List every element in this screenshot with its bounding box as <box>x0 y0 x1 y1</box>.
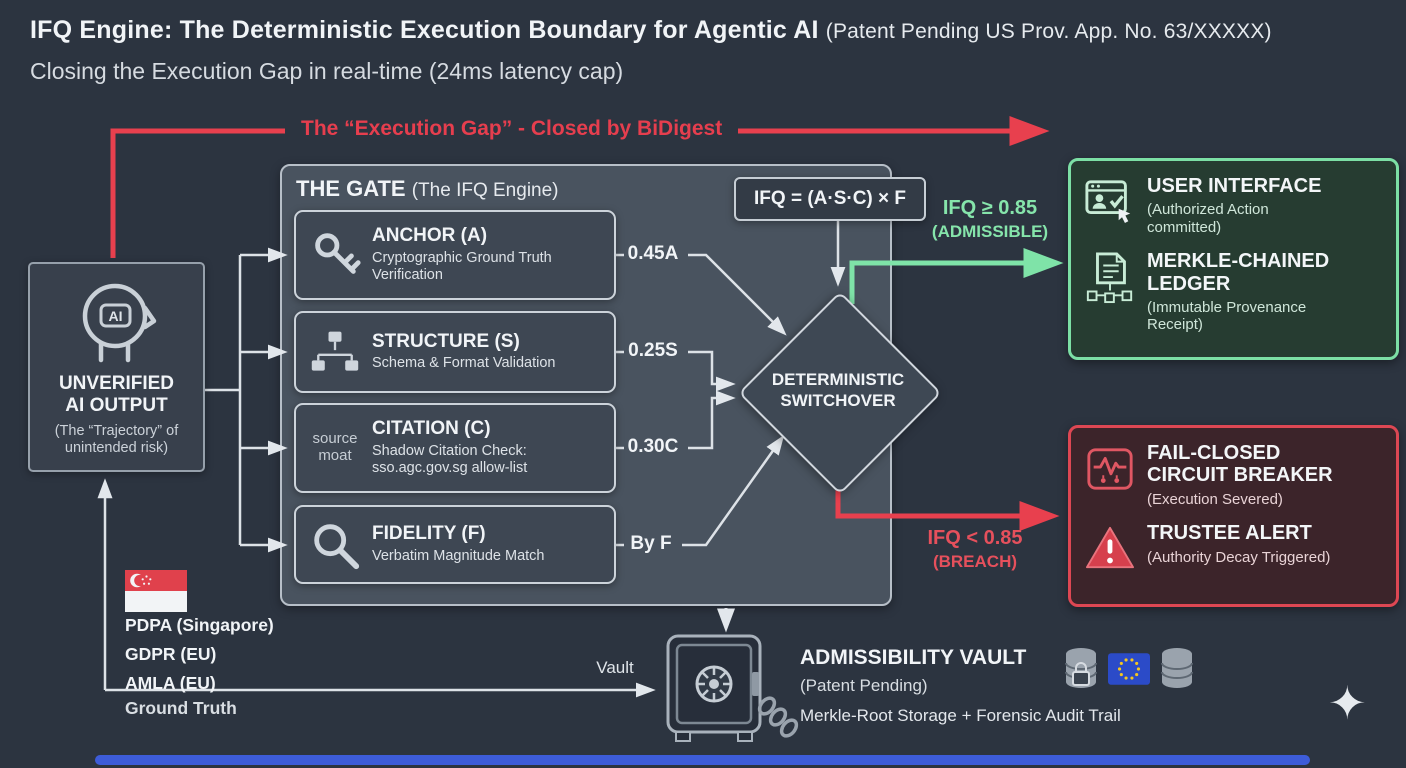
trustee-alert-title: TRUSTEE ALERT <box>1147 522 1312 545</box>
admissible-outcome-box: USER INTERFACE (Authorized Action commit… <box>1068 158 1399 360</box>
trustee-alert-desc: (Authority Decay Triggered) <box>1147 548 1331 566</box>
check-anchor: ANCHOR (A) Cryptographic Ground Truth Ve… <box>294 210 616 300</box>
page-title-text: IFQ Engine: The Deterministic Execution … <box>30 16 819 44</box>
check-structure-desc: Schema & Format Validation <box>372 355 556 372</box>
check-anchor-desc: Cryptographic Ground Truth Verification <box>372 249 552 283</box>
merkle-ledger-title: MERKLE-CHAINED LEDGER <box>1147 250 1330 295</box>
check-structure-name: STRUCTURE (S) <box>372 330 520 352</box>
weight-structure: 0.25S <box>628 340 678 361</box>
weight-citation: 0.30C <box>627 436 679 457</box>
check-structure: STRUCTURE (S) Schema & Format Validation <box>294 311 616 393</box>
merkle-ledger-row: MERKLE-CHAINED LEDGER (Immutable Provena… <box>1083 250 1384 334</box>
breach-condition: IFQ < 0.85 <box>927 527 1023 549</box>
source-moat-text: source moat <box>312 430 358 464</box>
database-icon <box>1160 646 1194 697</box>
sparkle-icon: ✦ <box>1328 677 1367 729</box>
vault-arrow-label: Vault <box>596 658 634 677</box>
law-amla: AMLA (EU) <box>125 673 216 693</box>
admissibility-vault-desc: Merkle-Root Storage + Forensic Audit Tra… <box>800 706 1121 725</box>
admissible-condition: IFQ ≥ 0.85 <box>942 197 1038 219</box>
check-citation: source moat CITATION (C) Shadow Citation… <box>294 403 616 493</box>
execution-gap-label: The “Execution Gap” - Closed by BiDigest <box>285 115 739 143</box>
database-lock-icon <box>1064 646 1098 697</box>
gate-header: THE GATE (The IFQ Engine) <box>296 176 559 202</box>
circuit-breaker-row: FAIL-CLOSED CIRCUIT BREAKER (Execution S… <box>1083 442 1384 508</box>
gate-subtitle: (The IFQ Engine) <box>411 180 559 201</box>
law-gdpr: GDPR (EU) <box>125 644 217 664</box>
gate-title: THE GATE <box>296 176 406 201</box>
circuit-breaker-title: FAIL-CLOSED CIRCUIT BREAKER <box>1147 442 1333 487</box>
compliance-laws: PDPA (Singapore) GDPR (EU) AMLA (EU) <box>125 615 274 702</box>
singapore-flag-icon <box>125 570 187 617</box>
merkle-ledger-desc: (Immutable Provenance Receipt) <box>1147 298 1307 334</box>
ground-truth-label: Ground Truth <box>125 698 237 718</box>
page-title: IFQ Engine: The Deterministic Execution … <box>30 16 1272 45</box>
alert-triangle-icon <box>1083 522 1137 572</box>
ifq-formula: IFQ = (A·S·C) × F <box>734 177 926 221</box>
browser-user-icon <box>1083 175 1137 227</box>
admissibility-vault-patent: (Patent Pending) <box>800 676 928 695</box>
hierarchy-icon <box>306 329 364 375</box>
circuit-breaker-icon <box>1083 442 1137 494</box>
storage-icons <box>1064 646 1194 697</box>
unverified-subtitle: (The “Trajectory” of unintended risk) <box>54 422 179 457</box>
check-citation-name: CITATION (C) <box>372 417 491 439</box>
user-interface-desc: (Authorized Action committed) <box>1147 201 1269 236</box>
weight-fidelity: By F <box>630 533 672 554</box>
admissibility-vault-title: ADMISSIBILITY VAULT <box>800 646 1027 669</box>
check-citation-desc: Shadow Citation Check: sso.agc.gov.sg al… <box>372 442 528 476</box>
key-icon <box>306 227 364 283</box>
ai-head-icon: AI <box>75 276 159 369</box>
check-anchor-name: ANCHOR (A) <box>372 224 488 246</box>
chain-links-icon <box>757 696 799 738</box>
eu-flag-icon <box>1108 653 1150 690</box>
page-subtitle: Closing the Execution Gap in real-time (… <box>30 58 624 84</box>
user-interface-row: USER INTERFACE (Authorized Action commit… <box>1083 175 1384 236</box>
unverified-ai-output-box: AI UNVERIFIED AI OUTPUT (The “Trajectory… <box>28 262 205 472</box>
breach-outcome-box: FAIL-CLOSED CIRCUIT BREAKER (Execution S… <box>1068 425 1399 607</box>
check-fidelity: FIDELITY (F) Verbatim Magnitude Match <box>294 505 616 584</box>
source-moat-label: source moat <box>306 430 364 465</box>
trustee-alert-row: TRUSTEE ALERT (Authority Decay Triggered… <box>1083 522 1384 572</box>
law-pdpa: PDPA (Singapore) <box>125 615 274 635</box>
check-fidelity-name: FIDELITY (F) <box>372 523 486 544</box>
ai-chip-label: AI <box>108 308 122 324</box>
weight-anchor: 0.45A <box>627 243 679 264</box>
switchover-label: DETERMINISTIC SWITCHOVER <box>771 370 905 410</box>
magnifier-icon <box>306 518 364 572</box>
user-interface-title: USER INTERFACE <box>1147 175 1322 197</box>
patent-note: (Patent Pending US Prov. App. No. 63/XXX… <box>825 20 1272 43</box>
check-fidelity-desc: Verbatim Magnitude Match <box>372 547 545 564</box>
circuit-breaker-desc: (Execution Severed) <box>1147 490 1283 508</box>
breach-tag: (BREACH) <box>932 552 1018 571</box>
unverified-title: UNVERIFIED AI OUTPUT <box>58 373 175 417</box>
admissible-tag: (ADMISSIBLE) <box>931 222 1049 241</box>
ledger-chain-icon <box>1083 250 1137 304</box>
vault-safe-icon <box>664 634 814 761</box>
bottom-accent-bar <box>95 755 1310 765</box>
